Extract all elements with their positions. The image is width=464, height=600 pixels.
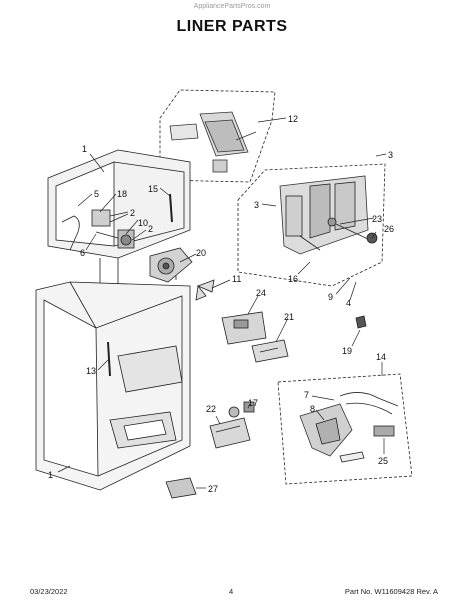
callout-3a: 3	[388, 150, 393, 160]
callout-24: 24	[256, 288, 266, 298]
evaporator-cover-part	[279, 175, 378, 255]
shelf-rail	[107, 341, 111, 377]
damper-assembly	[149, 247, 193, 283]
callout-8: 8	[310, 404, 315, 414]
callout-11: 11	[232, 274, 241, 284]
leader-lines	[57, 117, 387, 489]
callout-2a: 2	[130, 208, 135, 218]
callout-22: 22	[206, 404, 216, 414]
foot-27	[165, 477, 197, 499]
watermark: AppliancePartsPros.com	[193, 3, 271, 10]
evaporator-cover-group-box	[237, 163, 386, 287]
air-tower-part	[169, 111, 257, 173]
callout-4: 4	[346, 298, 351, 308]
callout-14: 14	[376, 352, 386, 362]
callout-1-top: 1	[82, 144, 87, 154]
callout-labels: 1 5 18 15 2 10 2 6 20 12 3 3 23 26 16 9 …	[48, 114, 394, 494]
callout-21: 21	[284, 312, 294, 322]
callout-27: 27	[208, 484, 218, 494]
callout-19: 19	[342, 346, 352, 356]
callout-1-bottom: 1	[48, 470, 53, 480]
callout-15: 15	[148, 184, 158, 194]
lower-liner	[35, 281, 191, 491]
footer-part-number: Part No. W11609428 Rev. A	[344, 587, 438, 596]
callout-26: 26	[384, 224, 394, 234]
callout-6: 6	[80, 248, 85, 258]
bracket-21	[251, 339, 289, 363]
water-valve-22	[209, 417, 251, 449]
callout-23: 23	[372, 214, 382, 224]
callout-13: 13	[86, 366, 96, 376]
fan-blade	[195, 279, 215, 301]
callout-2b: 2	[148, 224, 153, 234]
ice-maker-parts	[299, 392, 399, 463]
callout-9: 9	[328, 292, 333, 302]
part-17	[228, 401, 255, 418]
bracket-24	[221, 311, 267, 345]
footer-page-number: 4	[229, 587, 234, 596]
callout-12: 12	[288, 114, 298, 124]
callout-25: 25	[378, 456, 388, 466]
callout-18: 18	[117, 189, 127, 199]
control-housing	[61, 209, 135, 251]
callout-7: 7	[304, 390, 309, 400]
callout-10: 10	[138, 218, 148, 228]
callout-16: 16	[288, 274, 298, 284]
callout-3b: 3	[254, 200, 259, 210]
callout-5: 5	[94, 189, 99, 199]
page-title: LINER PARTS	[176, 18, 288, 35]
callout-17: 17	[248, 398, 258, 408]
ice-maker-group-box	[277, 373, 413, 485]
footer-date: 03/23/2022	[30, 587, 68, 596]
callout-20: 20	[196, 248, 206, 258]
sensor-part	[169, 193, 173, 223]
cap-19	[355, 315, 367, 329]
